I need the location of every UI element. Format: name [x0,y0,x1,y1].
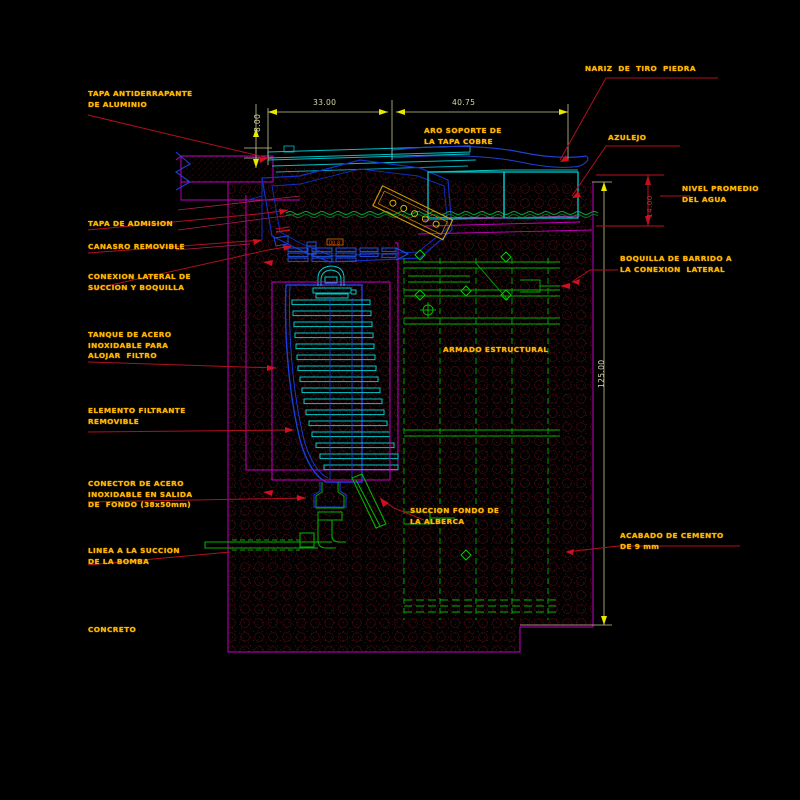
structural-rebar [403,249,560,620]
filter-element-discs [291,299,399,471]
dimension-125: 125.00 [597,359,606,388]
drain-fitting [420,302,436,318]
removable-basket [287,241,410,262]
skimmer-body: 00 8 [247,159,453,263]
label-elemento-filtrante: ELEMENTO FILTRANTE REMOVIBLE [88,406,186,426]
label-azulejo: AZULEJO [608,133,647,142]
label-armado-estructural: ARMADO ESTRUCTURAL [443,345,549,354]
inner-arrow-marks [263,260,570,496]
dimension-40-75: 40.75 [452,98,476,107]
label-conector-de-acero: CONECTOR DE ACERO INOXIDABLE EN SALIDA D… [88,479,193,509]
label-tapa-antiderrapante: TAPA ANTIDERRAPANTE DE ALUMINIO [88,89,193,109]
label-boquilla-de-barrido: BOQUILLA DE BARRIDO A LA CONEXION LATERA… [620,254,732,274]
bottom-outlet-blue [313,482,347,508]
stainless-filter-tank [271,265,399,521]
water-depth-dimension [596,174,664,227]
dimension-lines [244,100,612,626]
label-concreto: CONCRETO [88,625,137,634]
label-tanque-de-acero-inoxidable: TANQUE DE ACERO INOXIDABLE PARA ALOJAR F… [88,330,172,360]
label-succion-fondo-alberca: SUCCION FONDO DE LA ALBERCA [410,506,500,526]
dimension-8: 8.00 [253,113,262,132]
bottom-outlet-connector [315,482,345,521]
leader-lines [87,77,740,566]
suction-piping [204,473,387,551]
svg-text:00 8: 00 8 [329,241,340,247]
label-nariz-de-tiro-piedra: NARIZ DE TIRO PIEDRA [585,64,696,73]
dimension-14-water: 14.00 [645,195,654,218]
label-nivel-promedio-del-agua: NIVEL PROMEDIO DEL AGUA [682,184,759,204]
label-conexion-lateral-succion: CONEXION LATERAL DE SUCCION Y BOQUILLA [88,272,191,292]
label-acabado-de-cemento: ACABADO DE CEMENTO DE 9 mm [620,531,724,551]
tank-head [312,265,357,299]
label-aro-soporte-tapa-cobre: ARO SOPORTE DE LA TAPA COBRE [424,126,502,146]
label-canasro-removible: CANASRO REMOVIBLE [88,242,185,251]
nozzle-detail-tag [372,185,454,241]
label-tapa-de-admision: TAPA DE ADMISION [88,219,174,228]
deck-slab-left [174,151,301,251]
lateral-sweep-nozzle [404,511,455,525]
label-linea-succion-bomba: LINEA A LA SUCCION DE LA BOMBA [88,546,180,566]
dimension-33: 33.00 [313,98,337,107]
